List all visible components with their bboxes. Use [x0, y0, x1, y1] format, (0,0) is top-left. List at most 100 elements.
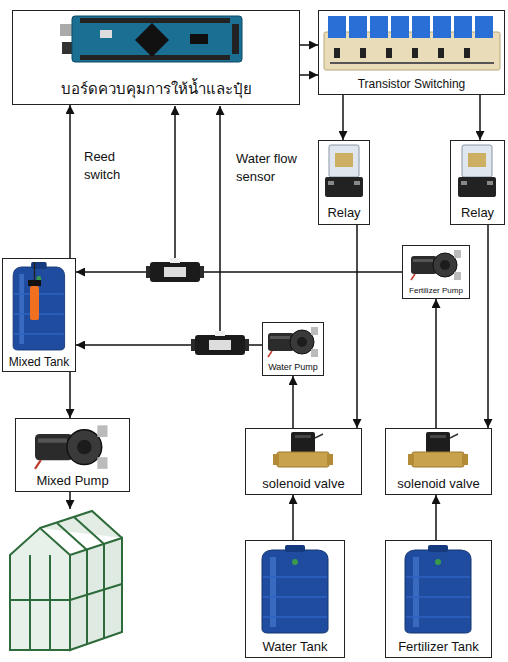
illustration-layer — [262, 545, 328, 633]
arduino-board — [72, 16, 242, 62]
illustration-layer — [411, 250, 461, 280]
float-switch — [30, 286, 39, 320]
switching-board-box: Transistor Switching — [318, 10, 505, 95]
flow-arrow — [435, 495, 437, 540]
node-text: Water Tank — [262, 639, 327, 655]
greenhouse-picture — [86, 550, 88, 644]
node-text: Fertilizer Tank — [398, 639, 479, 655]
sensor-wire — [69, 492, 71, 509]
arduino-board — [135, 23, 169, 57]
greenhouse-picture — [10, 511, 122, 650]
node-text: Water Pump — [268, 362, 318, 373]
arduino-board — [60, 16, 242, 62]
illustration-layer — [458, 145, 496, 197]
float-switch — [28, 280, 41, 286]
pump-box: Fertilizer Pump — [402, 245, 470, 299]
valve-box: solenoid valve — [245, 428, 362, 495]
node-text: Relay — [461, 205, 494, 221]
transistor-board — [454, 16, 472, 38]
signal-label: Water flow sensor — [236, 150, 310, 185]
transistor-board — [438, 48, 444, 58]
flow-arrow — [292, 376, 294, 428]
illustration-layer — [35, 425, 108, 469]
greenhouse-picture — [10, 599, 70, 601]
valve-box: solenoid valve — [385, 428, 492, 495]
illustration-layer — [325, 145, 363, 197]
transistor-board — [391, 16, 409, 38]
greenhouse-picture — [57, 523, 87, 550]
arduino-board — [80, 55, 230, 60]
signal-label: Reed switch — [84, 148, 132, 183]
relay-box: Relay — [318, 140, 370, 225]
node-text: Relay — [327, 205, 360, 221]
transistor-board — [324, 16, 500, 70]
node-text: solenoid valve — [262, 476, 344, 492]
tank-box: Fertilizer Tank — [385, 540, 492, 658]
transistor-board — [360, 48, 366, 58]
node-text: solenoid valve — [397, 476, 479, 492]
relay-box: Relay — [450, 140, 505, 225]
illustration-layer — [408, 432, 468, 467]
greenhouse-picture — [29, 555, 31, 650]
greenhouse-picture — [10, 528, 70, 650]
illustration-layer — [268, 327, 318, 357]
sensor-wire — [219, 106, 221, 331]
greenhouse-picture — [74, 517, 104, 544]
flow-sensor — [195, 335, 245, 355]
greenhouse-picture — [70, 584, 122, 600]
transistor-board — [334, 48, 340, 58]
flow-arrow — [435, 299, 437, 428]
flow-sensor — [215, 331, 225, 336]
transistor-board — [464, 48, 470, 58]
arduino-board — [80, 18, 230, 23]
arduino-board — [100, 30, 112, 38]
transistor-board — [433, 16, 451, 38]
node-text: บอร์ดควบคุมการให้น้ำและปุ๋ย — [61, 80, 252, 98]
arduino-board — [232, 24, 239, 54]
transistor-board — [349, 16, 367, 38]
transistor-board — [328, 16, 346, 38]
flow-sensor — [209, 340, 231, 350]
node-text: Fertilizer Pump — [409, 286, 463, 296]
sensor-wire — [174, 106, 176, 258]
flow-arrow — [487, 225, 489, 428]
flow-arrow — [69, 105, 71, 258]
transistor-board — [412, 16, 430, 38]
flow-sensor — [191, 331, 249, 355]
illustration-layer — [405, 545, 471, 633]
tank-box: Mixed Tank — [2, 258, 76, 372]
flow-sensor — [146, 258, 204, 282]
transistor-board — [330, 62, 494, 64]
node-text: Mixed Pump — [36, 473, 108, 489]
flow-arrow — [342, 95, 344, 140]
flow-sensor — [170, 258, 180, 263]
flow-arrow — [76, 271, 402, 273]
arduino-board — [190, 34, 208, 44]
pump-box: Mixed Pump — [15, 418, 130, 492]
flow-arrow — [356, 225, 358, 428]
flow-arrow — [292, 495, 294, 540]
transistor-board — [370, 16, 388, 38]
transistor-board — [475, 16, 493, 38]
node-text: Transistor Switching — [358, 77, 466, 91]
tank-box: Water Tank — [245, 540, 345, 658]
illustration-layer — [13, 262, 64, 350]
flow-sensor — [164, 267, 186, 277]
greenhouse-picture — [103, 544, 105, 638]
flow-arrow — [300, 44, 318, 46]
flow-arrow — [300, 74, 318, 76]
flow-arrow — [479, 95, 481, 140]
illustration-layer — [273, 432, 333, 467]
pump-box: Water Pump — [262, 322, 324, 376]
transistor-board — [412, 48, 418, 58]
sensor-wire — [70, 106, 220, 509]
float-switch — [34, 262, 36, 281]
transistor-board — [386, 48, 392, 58]
float-switch — [28, 262, 41, 320]
node-text: Mixed Tank — [9, 355, 69, 369]
greenhouse-picture — [70, 538, 122, 650]
